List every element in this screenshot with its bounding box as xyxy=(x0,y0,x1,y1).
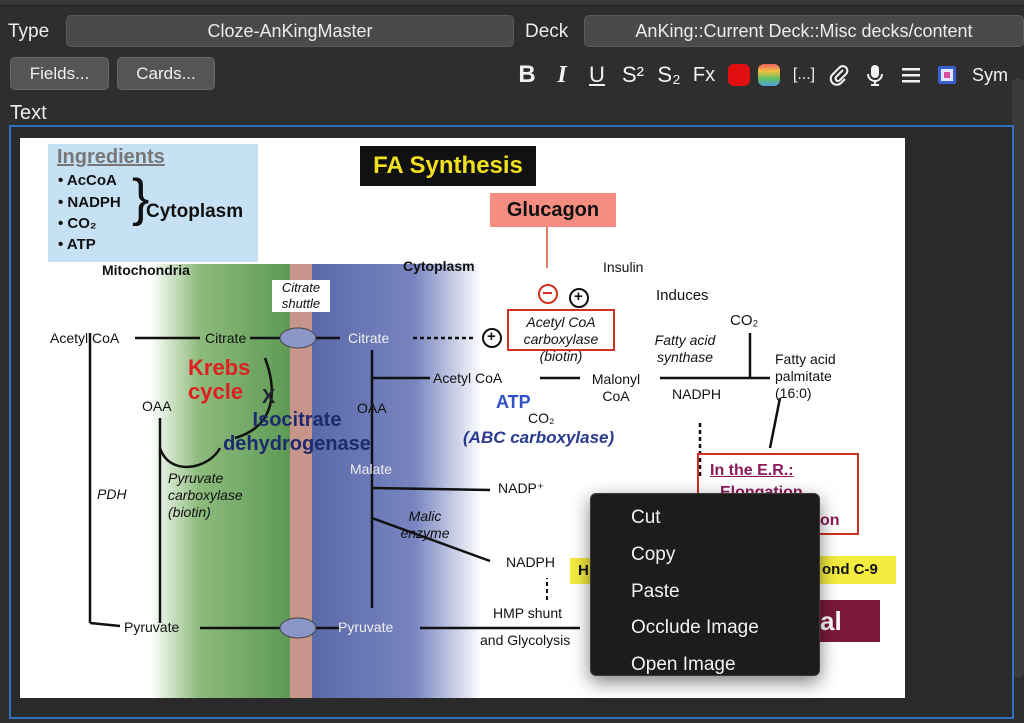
note-type-selector[interactable]: Cloze-AnKingMaster xyxy=(66,15,514,47)
menu-item-paste[interactable]: Paste xyxy=(631,580,680,602)
citrate-mito-label: Citrate xyxy=(205,330,247,346)
glucagon-minus-sign: − xyxy=(542,283,553,303)
er-title: In the E.R.: xyxy=(710,462,794,479)
ingredient-co2: • CO₂ xyxy=(58,215,97,232)
fatty-acid-synthase-label: Fatty acid synthase xyxy=(654,332,716,365)
insulin-label: Insulin xyxy=(603,259,644,275)
oaa-cyto-label: OAA xyxy=(357,400,387,416)
citrate-cyto-label: Citrate xyxy=(348,330,390,346)
type-label: Type xyxy=(8,21,50,42)
pyruvate-mito-label: Pyruvate xyxy=(124,619,180,635)
krebs-cycle-label: Krebs cycle xyxy=(188,355,251,404)
more-options-button[interactable] xyxy=(898,60,924,90)
acc-plus-sign: + xyxy=(487,328,496,345)
insulin-plus-sign: + xyxy=(574,288,583,305)
pyruvate-carboxylase-label: Pyruvate carboxylase (biotin) xyxy=(168,470,243,520)
cytoplasm-region xyxy=(312,264,482,698)
ingredients-brace: } xyxy=(132,169,150,227)
microphone-icon xyxy=(867,65,883,86)
deck-label: Deck xyxy=(525,21,569,42)
nadph-malic-label: NADPH xyxy=(506,554,556,570)
menu-item-open-image[interactable]: Open Image xyxy=(631,654,736,676)
clear-format-button[interactable]: Fx xyxy=(692,63,716,86)
citrate-shuttle-label: Citrate shuttle xyxy=(272,280,330,312)
italic-button[interactable]: I xyxy=(557,61,567,88)
subscript-button[interactable]: S₂ xyxy=(657,62,681,87)
er-hidden-suffix: on xyxy=(820,512,840,529)
isocitrate-dehydrogenase-label: Isocitrate dehydrogenase xyxy=(223,409,371,455)
red-block: al xyxy=(820,600,880,642)
oaa-mito-label: OAA xyxy=(142,398,172,414)
menu-lines-icon xyxy=(902,68,920,83)
acetyl-coa-mito-label: Acetyl CoA xyxy=(50,330,120,346)
scrollbar[interactable] xyxy=(1012,78,1024,678)
field-label-text: Text xyxy=(10,102,47,124)
bold-button[interactable]: B xyxy=(518,61,536,88)
image-occlusion-icon xyxy=(938,66,956,84)
induces-label: Induces xyxy=(656,287,709,304)
co2-fas-label: CO₂ xyxy=(730,312,759,329)
ingredient-accoa: • AcCoA xyxy=(58,172,117,189)
text-color-swatch xyxy=(728,64,750,86)
symbols-button[interactable]: Sym xyxy=(972,64,1008,85)
pdh-label: PDH xyxy=(97,486,127,502)
malonyl-coa-label: Malonyl CoA xyxy=(591,371,641,404)
hmp-shunt-label: HMP shunt xyxy=(493,605,562,621)
attach-button[interactable] xyxy=(826,60,852,90)
record-audio-button[interactable] xyxy=(862,60,888,90)
ingredients-box xyxy=(48,144,258,262)
acetyl-coa-cyto-label: Acetyl CoA xyxy=(433,370,503,386)
nadph-fas-label: NADPH xyxy=(672,386,722,402)
highlight-color-button[interactable] xyxy=(757,60,781,90)
diagram-title: FA Synthesis xyxy=(360,146,536,186)
rainbow-swatch-icon xyxy=(758,64,780,86)
glucagon-box: Glucagon xyxy=(490,193,616,227)
underline-button[interactable]: U xyxy=(589,62,605,87)
ingredients-title: Ingredients xyxy=(57,146,165,168)
nadp-plus-label: NADP⁺ xyxy=(498,480,545,496)
malic-enzyme-label: Malic enzyme xyxy=(400,508,450,541)
cards-button[interactable]: Cards... xyxy=(117,57,215,90)
deck-selector[interactable]: AnKing::Current Deck::Misc decks/content xyxy=(584,15,1024,47)
ingredient-atp: • ATP xyxy=(58,236,96,253)
menu-item-cut[interactable]: Cut xyxy=(631,507,661,528)
pyruvate-cyto-label: Pyruvate xyxy=(338,619,394,635)
palmitate-label: Fatty acid palmitate (16:0) xyxy=(775,351,836,401)
membrane-region xyxy=(290,264,312,698)
co2-acc-label: CO₂ xyxy=(528,410,555,426)
ingredient-nadph: • NADPH xyxy=(58,194,121,211)
x-mark: X xyxy=(262,386,276,408)
glycolysis-label: and Glycolysis xyxy=(480,632,571,648)
text-color-button[interactable] xyxy=(727,60,751,90)
beyond-c9-box: ond C-9 xyxy=(820,556,896,584)
paperclip-icon xyxy=(829,65,849,86)
atp-label: ATP xyxy=(496,392,531,412)
fields-button[interactable]: Fields... xyxy=(10,57,109,90)
mitochondria-label: Mitochondria xyxy=(102,262,190,278)
malate-label: Malate xyxy=(350,461,393,477)
image-occlusion-button[interactable] xyxy=(934,60,960,90)
fa-synthesis-image[interactable]: FA Synthesis Ingredients • AcCoA • NADPH… xyxy=(20,138,905,698)
menu-item-occlude-image[interactable]: Occlude Image xyxy=(631,617,759,639)
mitochondria-region xyxy=(150,264,290,698)
cloze-button[interactable]: [...] xyxy=(792,66,816,83)
cytoplasm-label: Cytoplasm xyxy=(403,258,475,274)
context-menu: Cut Copy Paste Occlude Image Open Image xyxy=(590,493,820,676)
pathway-arrows xyxy=(88,223,859,639)
ingredients-location: Cytoplasm xyxy=(146,201,244,222)
abc-carboxylase-label: (ABC carboxylase) xyxy=(463,428,615,447)
superscript-button[interactable]: S² xyxy=(622,62,644,87)
acc-enzyme-label: Acetyl CoA carboxylase (biotin) xyxy=(523,314,599,364)
window-top-edge xyxy=(0,0,1024,6)
menu-item-copy[interactable]: Copy xyxy=(631,543,676,565)
